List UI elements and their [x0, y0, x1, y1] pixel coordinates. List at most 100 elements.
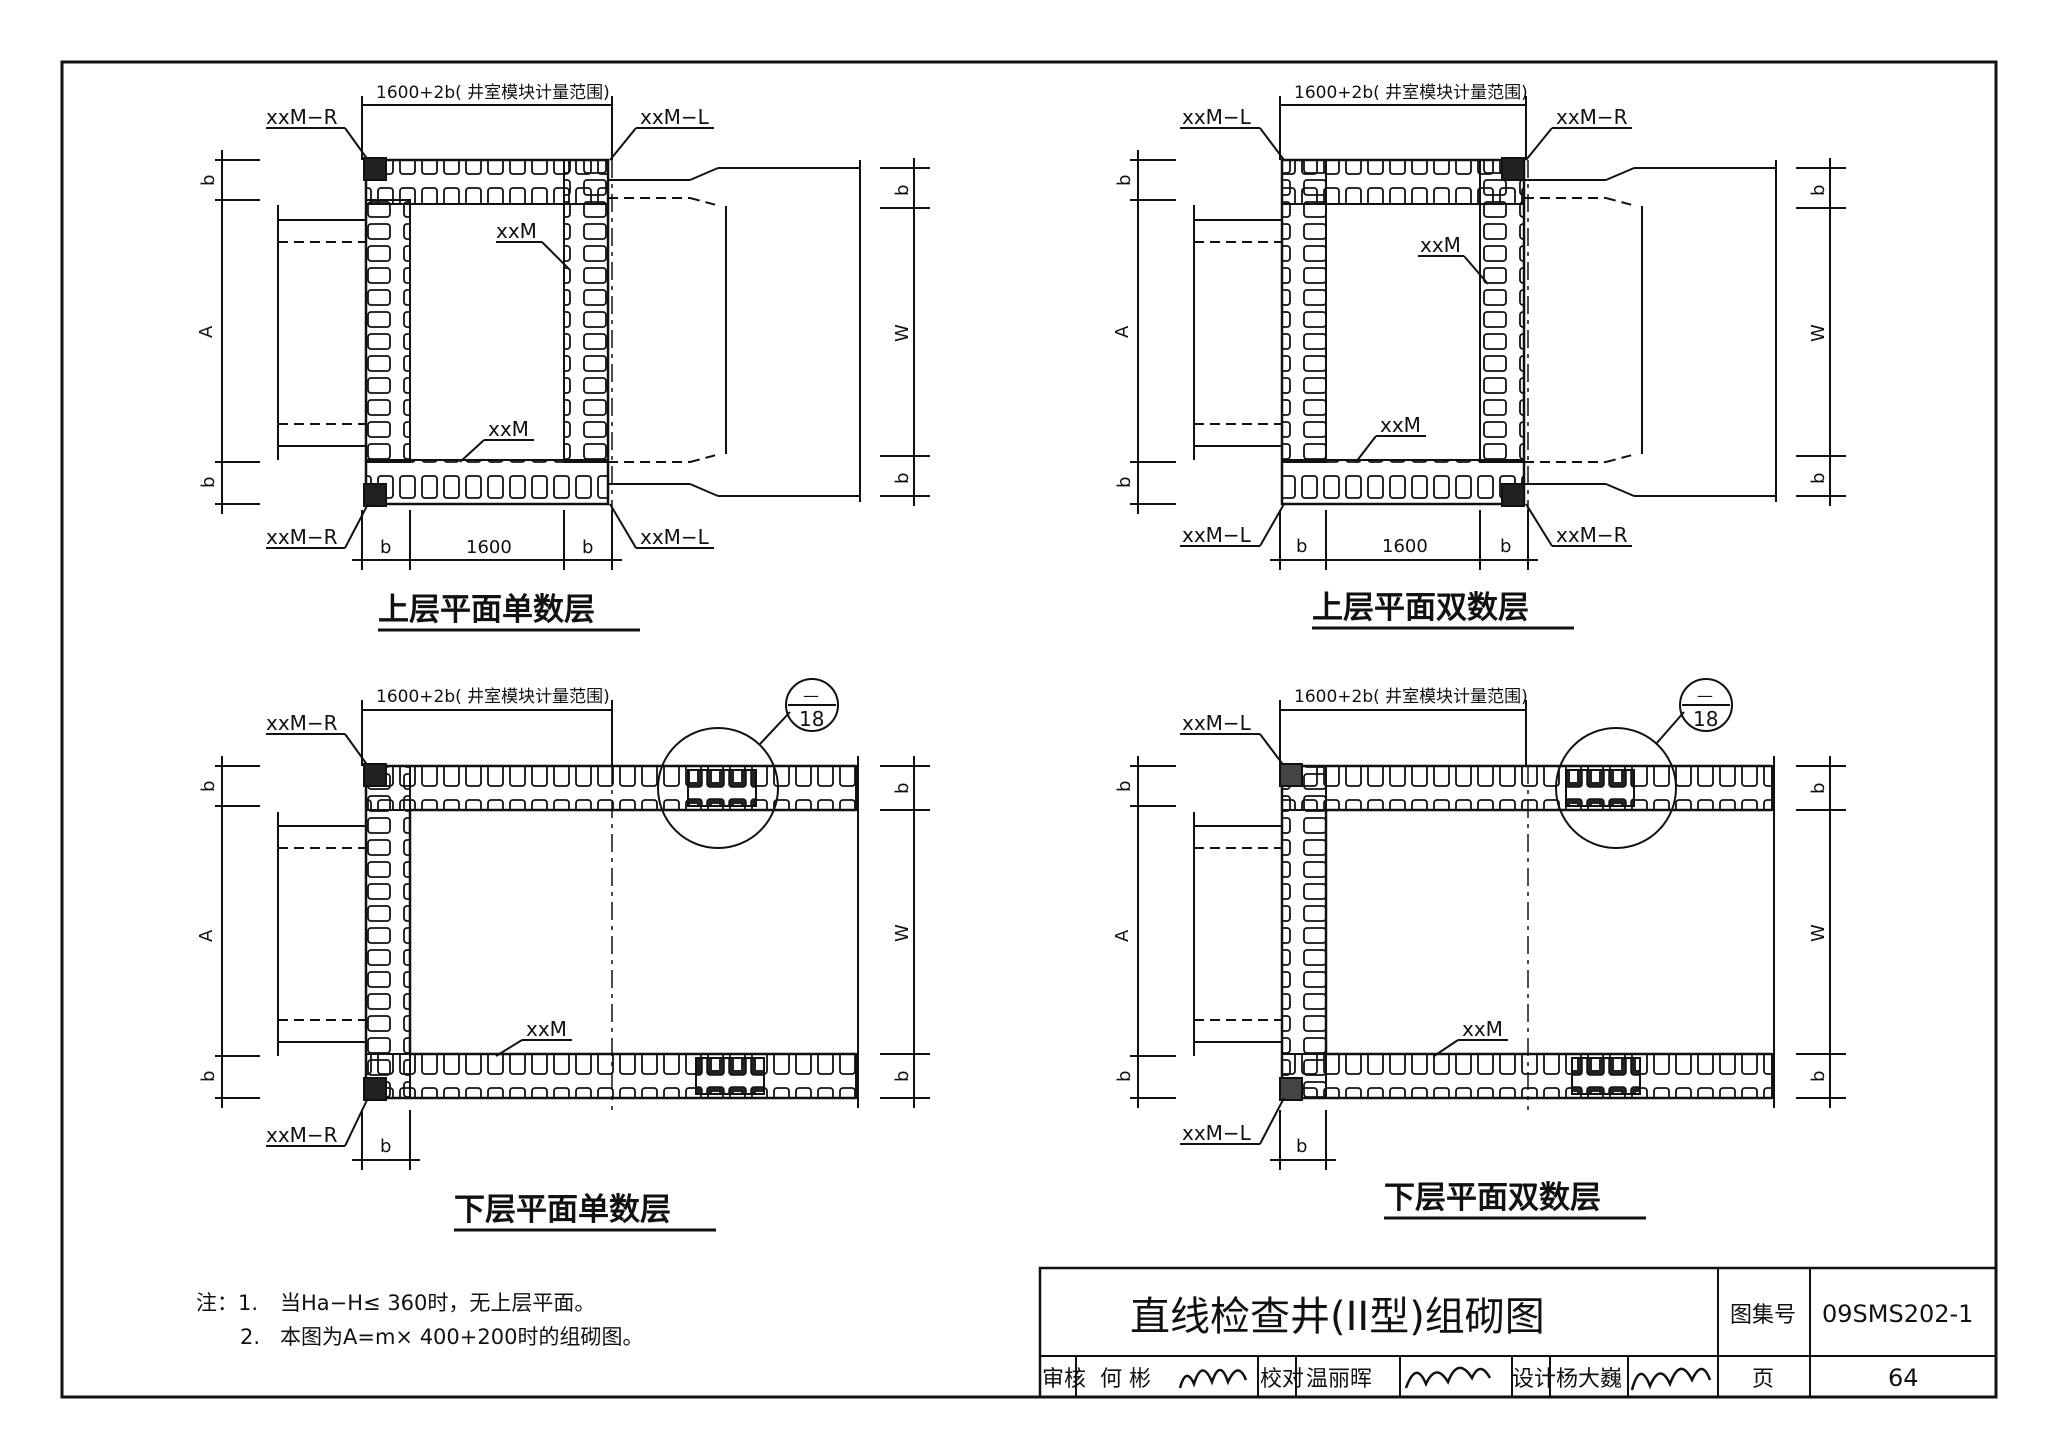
detail-index-circle	[785, 678, 839, 732]
wall-left	[1281, 765, 1327, 1099]
detail-circle	[657, 727, 779, 849]
corner-block	[363, 1077, 387, 1101]
label-xxm: xxM	[1420, 233, 1461, 257]
checker-name: 温丽晖	[1306, 1367, 1372, 1392]
dim-b: b	[892, 473, 913, 484]
dim-w: W	[1808, 924, 1829, 942]
dim-b: b	[1114, 1071, 1135, 1082]
corner-block	[363, 483, 387, 507]
label-xxm-r: xxM−R	[266, 711, 338, 735]
label-xxm: xxM	[526, 1017, 567, 1041]
joint-bricks	[1571, 1057, 1641, 1095]
reviewer-name: 何 彬	[1100, 1367, 1151, 1392]
note-2: 本图为A=m× 400+200时的组砌图。	[280, 1325, 643, 1349]
label-xxm: xxM	[496, 219, 537, 243]
view-title: 上层平面单数层	[378, 592, 595, 628]
dim-w: W	[892, 924, 913, 942]
dim-1600: 1600	[466, 537, 512, 558]
view-upper-odd: 1600+2b( 井室模块计量范围) xxM−R xxM−L	[196, 83, 930, 632]
detail-ref-bottom: 18	[1693, 707, 1718, 731]
dim-b: b	[1808, 473, 1829, 484]
label-xxm-l: xxM−L	[640, 525, 710, 549]
title-block: 直线检查井(II型)组砌图 图集号 09SMS202-1 审核 何 彬 校对 温…	[1038, 1266, 1998, 1399]
notes: 注：1. 当Ha−H≤ 360时，无上层平面。 2. 本图为A=m× 400+2…	[196, 1291, 643, 1349]
detail-ref-bottom: 18	[799, 707, 824, 731]
wall-left	[365, 199, 411, 463]
label-xxm-r: xxM−R	[1556, 105, 1628, 129]
chamber-interior	[1325, 203, 1481, 461]
dim-b: b	[198, 781, 219, 792]
dim-b: b	[198, 175, 219, 186]
wall-left	[365, 765, 411, 1099]
dim-b: b	[380, 537, 391, 558]
dim-b: b	[1808, 1071, 1829, 1082]
label-xxm-l: xxM−L	[1182, 1121, 1252, 1145]
dim-b: b	[892, 783, 913, 794]
wall-bottom	[1281, 1053, 1773, 1099]
sheet-border	[60, 60, 1998, 1399]
checker-signature	[1404, 1366, 1492, 1389]
dim-b: b	[198, 477, 219, 488]
dim-b: b	[380, 1136, 391, 1157]
wall-right	[563, 159, 609, 463]
view-title: 下层平面单数层	[454, 1192, 671, 1228]
atlas-label: 图集号	[1730, 1303, 1796, 1328]
dim-w: W	[1808, 324, 1829, 342]
corner-block	[1501, 483, 1525, 507]
note-2-number: 2.	[240, 1325, 260, 1349]
view-title: 上层平面双数层	[1312, 590, 1529, 626]
wall-left	[1281, 159, 1327, 463]
label-xxm-l: xxM−L	[1182, 523, 1252, 547]
label-xxm-r: xxM−R	[1556, 523, 1628, 547]
range-label: 1600+2b( 井室模块计量范围)	[376, 687, 610, 707]
atlas-number: 09SMS202-1	[1822, 1300, 1973, 1328]
view-lower-even: 1600+2b( 井室模块计量范围) xxM−L — 18	[1112, 678, 1846, 1220]
dim-1600: 1600	[1382, 536, 1428, 557]
review-label: 审核	[1042, 1367, 1086, 1392]
wall-right	[1479, 159, 1525, 463]
dim-b: b	[198, 1071, 219, 1082]
view-lower-odd: 1600+2b( 井室模块计量范围) xxM−R — 18	[196, 678, 930, 1232]
label-xxm: xxM	[488, 417, 529, 441]
wall-bottom	[365, 459, 609, 505]
range-label: 1600+2b( 井室模块计量范围)	[1294, 687, 1528, 707]
dim-b: b	[892, 185, 913, 196]
dim-b: b	[892, 1071, 913, 1082]
dim-b: b	[1296, 536, 1307, 557]
dim-b: b	[1808, 783, 1829, 794]
note-1: 当Ha−H≤ 360时，无上层平面。	[280, 1291, 595, 1315]
drawing-title: 直线检查井(II型)组砌图	[1130, 1294, 1545, 1340]
page-label: 页	[1752, 1367, 1774, 1392]
corner-block	[363, 763, 387, 787]
dim-b: b	[1114, 175, 1135, 186]
dim-a: A	[196, 929, 217, 942]
corner-block	[1501, 157, 1525, 181]
dim-a: A	[1112, 929, 1133, 942]
dim-b: b	[1808, 185, 1829, 196]
designer-name: 杨大巍	[1556, 1367, 1622, 1392]
joint-bricks	[695, 1057, 765, 1095]
chamber-interior	[409, 203, 565, 461]
range-label: 1600+2b( 井室模块计量范围)	[1294, 83, 1528, 103]
dim-w: W	[892, 324, 913, 342]
detail-ref-top: —	[803, 686, 819, 705]
view-title: 下层平面双数层	[1384, 1180, 1601, 1216]
wall-top	[1281, 765, 1773, 811]
label-xxm: xxM	[1462, 1017, 1503, 1041]
dim-b: b	[582, 537, 593, 558]
dim-b: b	[1296, 1136, 1307, 1157]
joint-bricks	[687, 769, 757, 807]
dim-b: b	[1500, 536, 1511, 557]
detail-circle	[1555, 727, 1677, 849]
range-label: 1600+2b( 井室模块计量范围)	[376, 83, 610, 103]
dim-b: b	[1114, 781, 1135, 792]
label-xxm-r: xxM−R	[266, 1123, 338, 1147]
corner-block	[1279, 763, 1303, 787]
wall-bottom	[365, 1053, 857, 1099]
label-xxm-r: xxM−R	[266, 525, 338, 549]
view-upper-even: 1600+2b( 井室模块计量范围) xxM−L xxM−R	[1112, 83, 1846, 630]
design-label: 设计	[1512, 1367, 1556, 1392]
page-number: 64	[1888, 1364, 1919, 1392]
detail-index-circle	[1679, 678, 1733, 732]
